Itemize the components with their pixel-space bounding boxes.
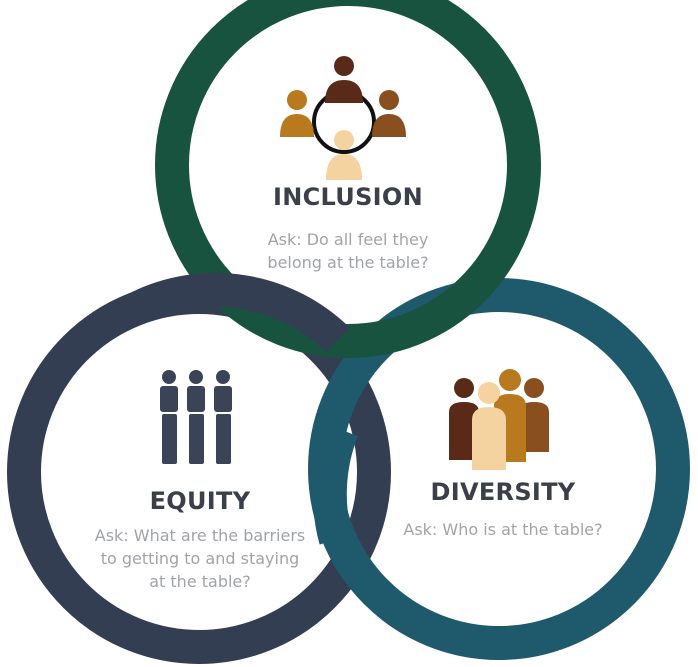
equity-ask-line-1: Ask: What are the barriers (94, 526, 306, 545)
three-people-standing-icon (160, 370, 232, 464)
diversity-ask: Ask: Who is at the table? (388, 518, 618, 541)
equity-ask-line-3: at the table? (149, 572, 251, 591)
inclusion-title: INCLUSION (273, 183, 423, 211)
inclusion-ask-line-2: belong at the table? (267, 253, 429, 272)
inclusion-ask-line-1: Ask: Do all feel they (267, 230, 429, 249)
equity-ask-line-2: to getting to and staying (100, 549, 300, 568)
equity-ring-overlap (130, 272, 350, 353)
diverse-group-icon (449, 369, 549, 470)
people-around-table-icon (280, 56, 406, 180)
diversity-ask-line-1: Ask: Who is at the table? (403, 520, 603, 539)
equity-title: EQUITY (149, 487, 251, 515)
inclusion-ring (155, 0, 541, 358)
diversity-title: DIVERSITY (430, 478, 576, 506)
diversity-ring-overlap (312, 423, 358, 545)
equity-ask: Ask: What are the barriers to getting to… (70, 524, 330, 593)
inclusion-ask: Ask: Do all feel they belong at the tabl… (223, 228, 473, 274)
